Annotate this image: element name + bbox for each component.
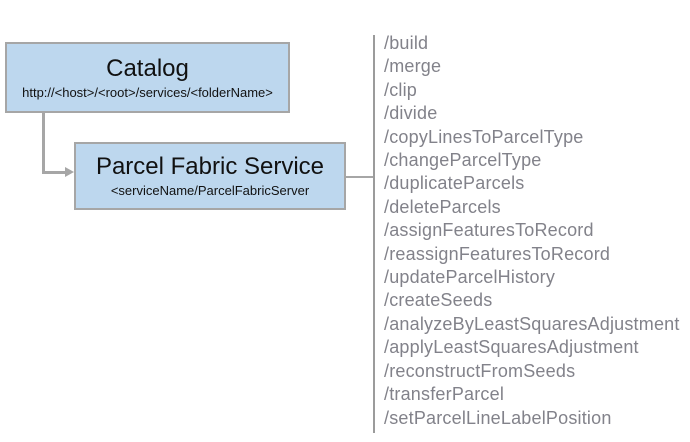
parcel-fabric-service-box: Parcel Fabric Service <serviceName/Parce…	[74, 142, 346, 210]
operation-item: /transferParcel	[384, 384, 505, 405]
catalog-to-service-connector-vertical	[42, 113, 45, 174]
operations-divider-line	[373, 35, 375, 433]
catalog-to-service-connector-horizontal	[42, 171, 66, 174]
operations-list: /build/merge/clip/divide/copyLinesToParc…	[384, 32, 690, 430]
operation-item: /createSeeds	[384, 290, 493, 311]
operation-item: /changeParcelType	[384, 150, 542, 171]
operation-item: /clip	[384, 79, 418, 100]
operation-item: /updateParcelHistory	[384, 267, 556, 288]
operation-item: /reconstructFromSeeds	[384, 360, 576, 381]
service-to-operations-connector	[346, 176, 374, 178]
operation-item: /duplicateParcels	[384, 173, 525, 194]
service-url: <serviceName/ParcelFabricServer	[110, 183, 310, 198]
operation-item: /assignFeaturesToRecord	[384, 220, 594, 241]
arrowhead-right-icon	[65, 167, 74, 177]
operation-item: /build	[384, 33, 429, 53]
operation-item: /merge	[384, 56, 442, 77]
operation-item: /copyLinesToParcelType	[384, 126, 584, 147]
operation-item: /setParcelLineLabelPosition	[384, 407, 612, 428]
operation-item: /deleteParcels	[384, 196, 501, 217]
operation-item: /analyzeByLeastSquaresAdjustment	[384, 313, 680, 334]
operation-item: /applyLeastSquaresAdjustment	[384, 337, 639, 358]
catalog-title: Catalog	[106, 54, 189, 82]
catalog-box: Catalog http://<host>/<root>/services/<f…	[5, 42, 290, 113]
operation-item: /divide	[384, 103, 438, 124]
service-title: Parcel Fabric Service	[95, 153, 325, 180]
operation-item: /reassignFeaturesToRecord	[384, 243, 611, 264]
catalog-url: http://<host>/<root>/services/<folderNam…	[22, 84, 273, 100]
